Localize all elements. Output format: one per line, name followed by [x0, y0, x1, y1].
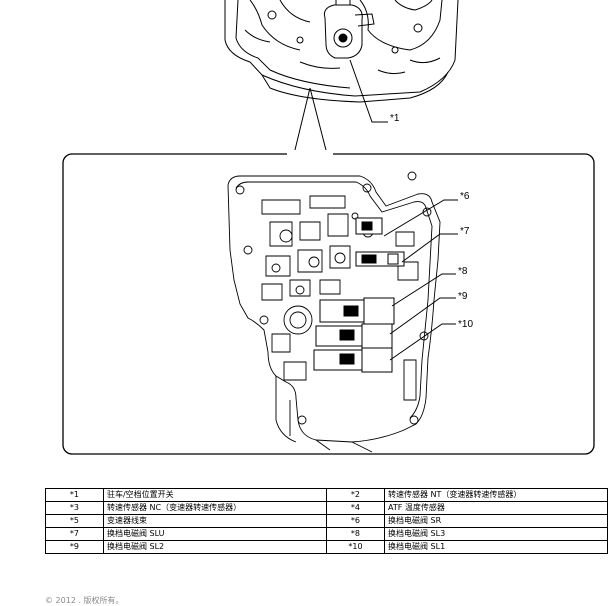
- legend-code: *3: [45, 501, 104, 515]
- legend-code: *9: [45, 540, 104, 554]
- callout-leader-6: [383, 199, 458, 237]
- legend-description: 换档电磁阀 SR: [384, 514, 608, 528]
- callout-leader-8: [391, 273, 456, 307]
- legend-description: 换档电磁阀 SL3: [384, 527, 608, 541]
- callout-label-8: *8: [458, 266, 468, 277]
- callout-label-1: *1: [390, 113, 400, 124]
- callout-label-10: *10: [458, 319, 473, 330]
- legend-code: *2: [325, 488, 386, 502]
- callout-label-9: *9: [458, 291, 468, 302]
- legend-description: 转速传感器 NT（变速器转速传感器）: [384, 488, 608, 502]
- solenoid-sl2: [315, 323, 393, 349]
- solenoid-slu: [355, 251, 405, 267]
- transmission-diagram: *1: [62, 0, 595, 455]
- solenoid-sr: [355, 217, 383, 235]
- legend-description: 变速器线束: [102, 514, 327, 528]
- legend-code: *6: [325, 514, 386, 528]
- callout-leader-1: [349, 59, 388, 123]
- legend-description: ATF 温度传感器: [384, 501, 608, 515]
- callout-leader-7: [401, 233, 458, 263]
- valve-body: [227, 171, 441, 453]
- legend-description: 转速传感器 NC（变速器转速传感器）: [102, 501, 327, 515]
- solenoid-sl1: [313, 347, 393, 373]
- legend-description: 换档电磁阀 SLU: [102, 527, 327, 541]
- solenoid-sl3: [319, 297, 395, 325]
- legend-code: *4: [325, 501, 386, 515]
- legend-description: 驻车/空档位置开关: [102, 488, 327, 502]
- legend-code: *8: [325, 527, 386, 541]
- callout-label-6: *6: [460, 191, 470, 202]
- zoom-funnel: [293, 87, 328, 155]
- legend-code: *10: [325, 540, 386, 554]
- copyright-notice: © 2012 . 版权所有。: [45, 596, 124, 605]
- legend-description: 换档电磁阀 SL1: [384, 540, 608, 554]
- legend-code: *5: [45, 514, 104, 528]
- legend-code: *1: [45, 488, 104, 502]
- callout-leader-9: [389, 297, 456, 335]
- legend-code: *7: [45, 527, 104, 541]
- transmission-body: [224, 0, 459, 103]
- callout-label-7: *7: [460, 226, 470, 237]
- callout-leader-10: [389, 323, 456, 361]
- legend-description: 换档电磁阀 SL2: [102, 540, 327, 554]
